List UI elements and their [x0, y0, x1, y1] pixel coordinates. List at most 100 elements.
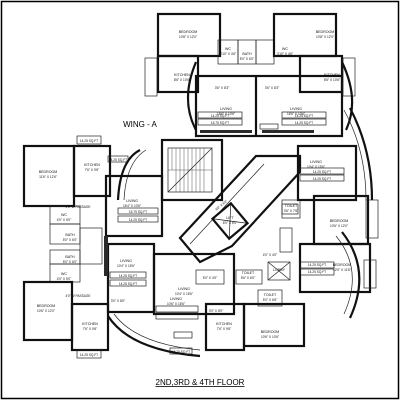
- area-value: 14.25 SQ.FT: [129, 218, 147, 222]
- bottom-wing: [152, 252, 335, 352]
- passage-size: 3'6" X 8'3": [215, 86, 229, 90]
- area-value: 14.25 SQ.FT: [109, 158, 127, 162]
- room-size: 5'0" X 6'0": [63, 260, 77, 264]
- room-name: BATH: [242, 52, 252, 56]
- room-size: 3'10" X 4'6": [277, 52, 293, 56]
- area-value: 14.25 SQ.FT: [80, 139, 98, 143]
- curve-top-right: [341, 61, 354, 131]
- room-name: BEDROOM: [333, 263, 352, 267]
- room-size: 4'0" X 5'0": [57, 218, 71, 222]
- area-value: 15.75 SQ.FT: [129, 210, 147, 214]
- kitchen-left-walls: [72, 144, 112, 198]
- staircase: [167, 147, 213, 193]
- room-name: KITCHEN: [216, 322, 232, 326]
- kitchen-top-left-walls: [156, 54, 200, 94]
- room-size: 10'6" X 12'0": [37, 309, 55, 313]
- room-name: BEDROOM: [261, 330, 280, 334]
- area-value: 14.25 SQ.FT: [119, 274, 137, 278]
- room-name: LIVING: [178, 287, 190, 291]
- area-value: 14.25 SQ.FT: [308, 263, 326, 267]
- room-size: 16'4" X 10'6": [123, 204, 141, 208]
- curve-right-lower: [341, 231, 361, 319]
- area-value: 15.75 SQ.FT: [211, 121, 229, 125]
- room-name: LIVING: [220, 107, 232, 111]
- area-value: 14.25 SQ.FT: [308, 270, 326, 274]
- area-value: 15.75 SQ.FT: [172, 350, 190, 354]
- room-name: LIVING: [170, 297, 182, 301]
- area-value: 14.25 SQ.FT: [80, 353, 98, 357]
- curve-right-upper: [349, 107, 374, 201]
- living-top-walls: [194, 74, 344, 138]
- room-size: 11'6" X 12'6": [39, 175, 57, 179]
- top-wing: [144, 12, 356, 138]
- room-size: 5'0" X 6'0": [63, 238, 77, 242]
- room-name: KITCHEN: [82, 322, 98, 326]
- wing-label: WING - A: [123, 120, 157, 129]
- area-value: 14.25 SQ.FT: [313, 177, 331, 181]
- room-name: BATH: [65, 255, 75, 259]
- living-center-walls: [152, 252, 236, 316]
- room-size: 4'0" X 5'0": [57, 277, 71, 281]
- room-name: WC: [61, 213, 67, 217]
- room-size: 7'6" X 9'6": [85, 168, 99, 172]
- passage-label: 4'0" W PASSAGE: [65, 294, 90, 298]
- room-name: WC: [225, 47, 231, 51]
- room-size: 3'10" X 4'6": [220, 52, 236, 56]
- curve-top-left: [186, 61, 198, 131]
- area-value: 14.25 SQ.FT: [119, 282, 137, 286]
- right-wing: [257, 144, 379, 307]
- room-name: BEDROOM: [179, 30, 198, 34]
- bedroom-bottom-walls: [242, 302, 306, 348]
- room-name: LIVING: [120, 259, 132, 263]
- dim-label: 3'0" X 8'0": [111, 299, 125, 303]
- dim-label: 5'0" X 4'0": [203, 276, 217, 280]
- room-name: BEDROOM: [39, 170, 58, 174]
- room-size: 16'6" X 10'6": [217, 112, 235, 116]
- lift-label: LIFT: [226, 216, 234, 220]
- room-name: KITCHEN: [324, 73, 340, 77]
- room-name: WC: [282, 47, 288, 51]
- curve-left-upper: [116, 149, 141, 201]
- room-name: LIVING: [290, 107, 302, 111]
- room-size: 5'6" X 6'0": [241, 276, 255, 280]
- room-size: 5'0" X 6'6": [263, 298, 277, 302]
- room-name: BEDROOM: [316, 30, 335, 34]
- room-size: 12'0" X 11'8": [333, 268, 351, 272]
- room-size: 3'6" X 7'6": [284, 209, 298, 213]
- area-value: 14.25 SQ.FT: [211, 114, 229, 118]
- room-size: 10'6" X 10'6": [261, 335, 279, 339]
- room-name: BATH: [65, 233, 75, 237]
- dim-label: 3'0" X 8'0": [209, 309, 223, 313]
- room-name: BEDROOM: [330, 219, 349, 223]
- area-value: 14.25 SQ.FT: [295, 114, 313, 118]
- room-name: WC: [61, 272, 67, 276]
- passage-label: 4'0" W PASSAGE: [65, 205, 90, 209]
- lift-size: 6'0" X 6'0": [223, 221, 237, 225]
- room-size: 10'6" X 15'6": [167, 302, 185, 306]
- area-value: 14.25 SQ.FT: [295, 121, 313, 125]
- room-name: TOILET: [285, 204, 298, 208]
- lift-shaft: [210, 201, 250, 241]
- room-size: 8'6" X 10'6": [324, 78, 340, 82]
- area-value: 14.25 SQ.FT: [313, 170, 331, 174]
- room-size: 10'6" X 12'0": [330, 224, 348, 228]
- room-size: 5'0" X 6'0": [240, 57, 254, 61]
- room-size: 10'8" X 12'0": [179, 35, 197, 39]
- room-size: 8'6" X 10'6": [174, 78, 190, 82]
- room-name: TOILET: [242, 271, 255, 275]
- room-size: 10'4" X 15'6": [117, 264, 135, 268]
- lobby-label: LOBBY: [273, 268, 286, 272]
- dim-label: 4'0" X 4'0": [263, 253, 277, 257]
- room-name: TOILET: [264, 293, 277, 297]
- room-size: 10'4" X 15'6": [175, 292, 193, 296]
- room-size: 10'8" X 12'0": [316, 35, 334, 39]
- curve-bottom-left: [107, 315, 201, 358]
- room-size: 7'6" X 9'6": [217, 327, 231, 331]
- room-name: LIVING: [126, 199, 138, 203]
- room-name: LIVING: [310, 160, 322, 164]
- floor-title: 2ND,3RD & 4TH FLOOR: [156, 378, 245, 387]
- room-size: 16'6" X 10'6": [287, 112, 305, 116]
